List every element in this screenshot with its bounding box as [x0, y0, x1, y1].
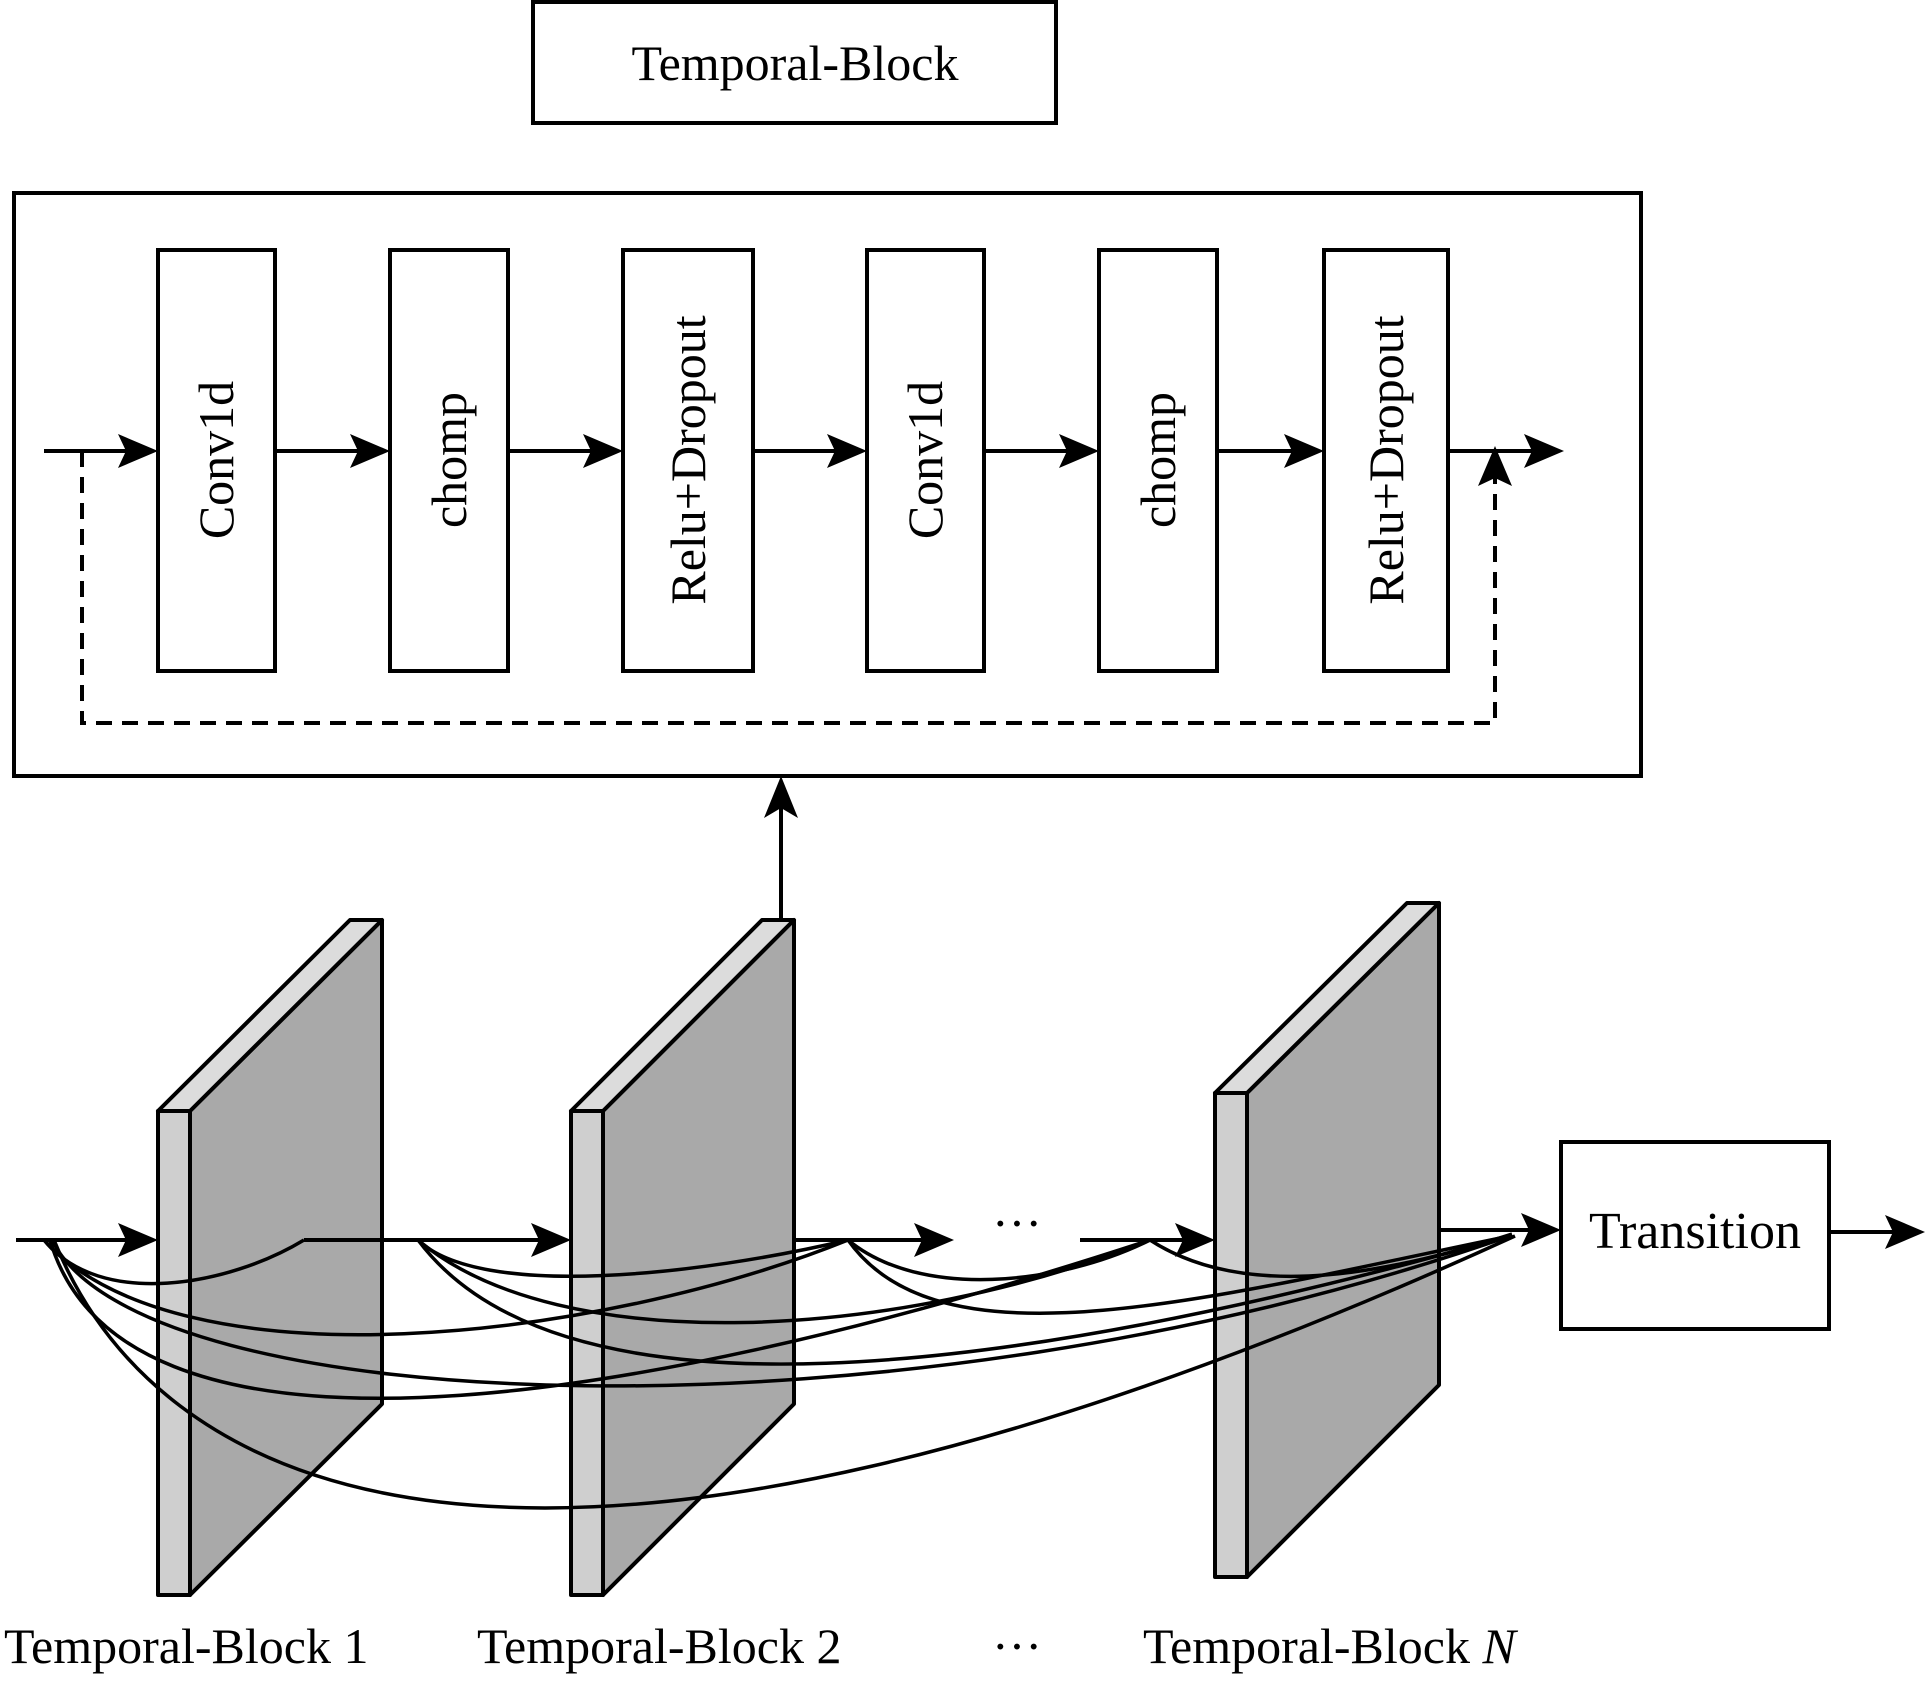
stack-label-n: Temporal-Block N: [1143, 1618, 1518, 1674]
dense-skip-connections: [42, 1232, 1516, 1510]
stack-ellipsis: ···: [992, 1195, 1042, 1251]
residual-connection: [80, 446, 1512, 725]
title-box: [531, 0, 1058, 125]
inner-block-relu-dropout-2: Relu+Dropout: [1322, 248, 1450, 673]
inner-block-label: chomp: [1130, 392, 1186, 528]
inner-block-label: Conv1d: [188, 381, 244, 539]
inner-flow-arrows: [44, 434, 1564, 468]
stack-label-ellipsis: ···: [992, 1618, 1042, 1674]
stack-block-2: [569, 918, 796, 1597]
inner-block-relu-dropout-1: Relu+Dropout: [621, 248, 755, 673]
inner-block-conv1d-1: Conv1d: [156, 248, 277, 673]
inner-block-label: Conv1d: [897, 381, 953, 539]
title-label: Temporal-Block: [632, 35, 959, 91]
stack-block-1: [156, 918, 384, 1597]
expand-arrow: [764, 776, 798, 918]
inner-block-label: chomp: [421, 392, 477, 528]
stack-label-1: Temporal-Block 1: [4, 1618, 368, 1674]
inner-block-chomp-1: chomp: [388, 248, 510, 673]
transition-label: Transition: [1589, 1203, 1801, 1260]
inner-block-label: Relu+Dropout: [1358, 315, 1414, 604]
inner-block-chomp-2: chomp: [1097, 248, 1219, 673]
stack-flow-arrows: [16, 1213, 1925, 1257]
inner-block-conv1d-2: Conv1d: [865, 248, 986, 673]
transition-box: [1559, 1140, 1831, 1331]
stack-label-2: Temporal-Block 2: [477, 1618, 841, 1674]
inner-block-label: Relu+Dropout: [660, 315, 716, 604]
stack-block-n: [1213, 901, 1441, 1579]
